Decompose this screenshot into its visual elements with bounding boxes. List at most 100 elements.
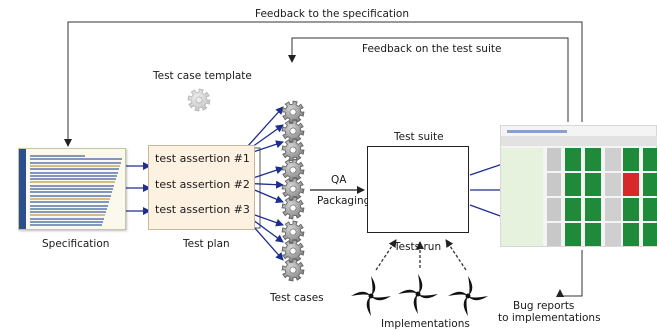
spec-text-line [30, 155, 85, 157]
test-assertion-1: test assertion #1 [155, 152, 250, 165]
report-header-text [507, 130, 567, 133]
gear-hole [289, 247, 297, 255]
test-case-gear-icon-7 [281, 220, 305, 244]
pinwheel-blade [468, 276, 473, 296]
pinwheel-blade [398, 289, 418, 294]
report-cell [643, 148, 657, 171]
template-gear-icon [187, 88, 211, 112]
report-cell [623, 198, 639, 221]
report-cell [585, 223, 601, 246]
report-cell [643, 173, 657, 196]
bug-reports-line [556, 250, 583, 297]
feedback-suite-line [288, 37, 569, 122]
results-report-icon [500, 125, 657, 247]
test-case-gear-icon-2 [281, 119, 305, 143]
bug-reports-label: Bug reports [513, 300, 575, 312]
specification-document-icon [18, 148, 126, 230]
spec-text-line [30, 158, 122, 161]
spec-side-bar [19, 149, 26, 229]
report-cell [643, 198, 657, 221]
report-cell [623, 148, 639, 171]
pinwheel-blade [448, 291, 468, 296]
gear-hole [289, 166, 297, 174]
pinwheel-blade [418, 274, 423, 294]
pinwheel-blade [366, 296, 371, 316]
report-test-names-column [501, 148, 543, 246]
report-cell [605, 198, 621, 221]
test-case-gear-icon-9 [281, 258, 305, 282]
bug-reports-to-implementations-label: to implementations [498, 312, 601, 324]
report-cell [565, 148, 581, 171]
spec-text-line [30, 211, 106, 214]
feedback-to-specification-label: Feedback to the specification [255, 8, 410, 20]
pinwheel-hub [368, 293, 374, 299]
report-cell [605, 223, 621, 246]
report-cell [547, 173, 561, 196]
pinwheel-blade [371, 276, 376, 296]
report-cell [585, 148, 601, 171]
spec-text-line [30, 181, 115, 184]
spec-text-line [30, 184, 114, 187]
gear-hole [289, 108, 297, 116]
spec-text-line [30, 164, 120, 167]
gear-hole [289, 146, 297, 154]
spec-text-line [30, 217, 104, 220]
feedback-spec-line [64, 21, 583, 147]
plan-bracket [252, 147, 261, 229]
report-cell [547, 198, 561, 221]
report-cell [565, 223, 581, 246]
tests-run-label: Tests run [394, 241, 442, 253]
spec-text-line [30, 221, 103, 223]
tests-run-arrow-1 [375, 239, 397, 271]
test-cases-label: Test cases [270, 292, 324, 304]
pinwheel-blade [463, 296, 468, 316]
gear-hole [289, 185, 297, 193]
pinwheel-hub [465, 293, 471, 299]
specification-label: Specification [42, 238, 110, 250]
spec-text-line [30, 224, 102, 227]
pinwheel-icon-3 [448, 276, 488, 316]
gear-hole [289, 228, 297, 236]
report-cell [547, 148, 561, 171]
test-suite-label: Test suite [394, 131, 444, 143]
gear-hole [289, 127, 297, 135]
report-cell [585, 198, 601, 221]
spec-text-line [30, 197, 110, 200]
report-cell [547, 223, 561, 246]
spec-text-line [30, 174, 117, 177]
feedback-on-test-suite-label: Feedback on the test suite [362, 43, 502, 55]
pinwheel-icon-2 [398, 274, 438, 314]
spec-text-line [30, 178, 116, 181]
spec-text-line [30, 188, 113, 190]
pinwheel-blade [413, 294, 418, 314]
test-assertion-2: test assertion #2 [155, 178, 250, 191]
report-cell [585, 173, 601, 196]
spec-text-line [30, 207, 107, 210]
test-assertion-3: test assertion #3 [155, 203, 250, 216]
pinwheel-blade [418, 294, 438, 299]
spec-text-line [30, 194, 111, 197]
report-cell [623, 223, 639, 246]
test-case-template-label: Test case template [153, 70, 252, 82]
report-cell [623, 173, 639, 196]
report-cell [605, 148, 621, 171]
test-case-gear-icon-3 [281, 138, 305, 162]
implementation-pinwheels [351, 274, 488, 316]
report-cell [565, 173, 581, 196]
test-plan-label: Test plan [183, 238, 230, 250]
gear-hole [289, 266, 297, 274]
qa-label: QA [331, 174, 347, 186]
report-cell [643, 223, 657, 246]
pinwheel-icon-1 [351, 276, 391, 316]
report-header-row [501, 136, 657, 146]
pinwheel-blade [371, 296, 391, 301]
gear-hole [289, 204, 297, 212]
packaging-label: Packaging [317, 195, 371, 207]
gear-shape [187, 88, 211, 112]
pinwheel-blade [468, 296, 488, 301]
spec-text-line [30, 214, 105, 217]
report-cell [605, 173, 621, 196]
test-plan-box: test assertion #1 test assertion #2 test… [148, 145, 255, 230]
spec-text-line [30, 171, 118, 174]
